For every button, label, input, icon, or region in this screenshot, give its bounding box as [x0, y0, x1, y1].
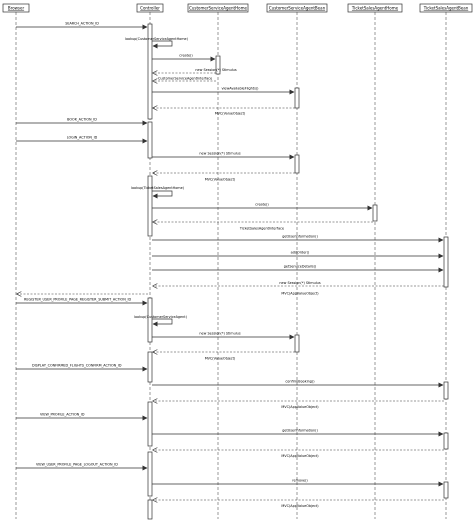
activation-bar [294, 334, 300, 353]
participant-browser-label: Browser [8, 5, 25, 10]
message: VIEW_USER_PROFILE_PAGE_LOGOUT_ACTION_ID [16, 463, 148, 471]
participant-controller-label: Controller [140, 5, 160, 10]
message: SEARCH_ACTION_ID [16, 22, 148, 30]
activation-bar [147, 297, 153, 343]
svg-text:BOOK_ACTION_ID: BOOK_ACTION_ID [67, 118, 97, 122]
message-return: MVC(AppValueObject) [17, 291, 319, 296]
participant-csa-home: CustomerServiceAgentHome [187, 3, 249, 13]
activation-bar [147, 175, 153, 237]
message: REGISTER_USER_PROFILE_PAGE_REGISTER_SUBM… [16, 298, 148, 306]
message-self: lookup(TicketSalesAgentHome) [131, 186, 185, 199]
activation-bar [443, 432, 449, 450]
activation-bar [147, 499, 153, 520]
message: create() [152, 203, 373, 211]
message-return: MVC(ValueObject) [153, 352, 295, 361]
svg-text:MVC(AppValueObject): MVC(AppValueObject) [281, 292, 319, 296]
participant-controller: Controller [136, 3, 164, 13]
svg-text:VIEW_PROFILE_ACTION_ID: VIEW_PROFILE_ACTION_ID [40, 413, 85, 417]
svg-text:create(): create() [255, 203, 269, 207]
message-return: new Session(*) Stimulus [153, 281, 444, 286]
svg-text:create(): create() [179, 54, 193, 58]
svg-text:lookup(CustomerServiceAgentHom: lookup(CustomerServiceAgentHome) [125, 37, 189, 41]
svg-text:MVC(AppValueObject): MVC(AppValueObject) [281, 405, 319, 409]
participant-csa-home-label: CustomerServiceAgentHome [189, 5, 247, 10]
participant-ticket-bean-label: TicketSalesAgentBean [423, 5, 469, 10]
activation-bar [443, 481, 449, 499]
activation-bar [147, 401, 153, 447]
svg-text:REGISTER_USER_PROFILE_PAGE_REG: REGISTER_USER_PROFILE_PAGE_REGISTER_SUBM… [24, 298, 131, 302]
message: new Session(*) Stimulus [152, 152, 295, 160]
svg-text:remove(): remove() [292, 479, 308, 483]
message-return: MVC(AppValueObject) [153, 401, 444, 409]
message-return: MVC(AppValueObject) [153, 500, 444, 508]
svg-text:getUserInformation(): getUserInformation() [282, 235, 318, 239]
activation-bar [147, 451, 153, 497]
participant-csa-bean: CustomerServiceAgentBean [266, 3, 328, 13]
svg-text:lookup(TicketSalesAgentHome): lookup(TicketSalesAgentHome) [131, 186, 185, 190]
message-self: lookup(CustomerServiceAgentHome) [125, 37, 189, 49]
message: viewAvailableFlights() [152, 87, 295, 95]
activation-bar [372, 204, 378, 222]
activation-bar [294, 154, 300, 174]
svg-text:addOrder(): addOrder() [291, 251, 310, 255]
message: remove() [152, 479, 444, 487]
activation-bar [215, 55, 221, 75]
svg-text:TicketSalesAgentInterface: TicketSalesAgentInterface [239, 227, 284, 231]
svg-text:lookup(CustomerServiceAgent): lookup(CustomerServiceAgent) [134, 315, 188, 319]
participant-browser: Browser [2, 3, 30, 13]
svg-text:MVC(ValueObject): MVC(ValueObject) [205, 178, 236, 182]
activation-bar [147, 351, 153, 383]
svg-text:viewAvailableFlights(): viewAvailableFlights() [221, 87, 259, 91]
activation-bar [443, 381, 449, 400]
activation-bar [443, 236, 449, 288]
message: BOOK_ACTION_ID [16, 118, 148, 126]
activation-bar [147, 121, 153, 159]
svg-text:SEARCH_ACTION_ID: SEARCH_ACTION_ID [65, 22, 99, 26]
svg-text:new Session(*) Stimulus: new Session(*) Stimulus [199, 332, 240, 336]
message: addOrder() [152, 251, 444, 259]
message: confirmBooking() [152, 380, 444, 388]
svg-text:MVC(ValueObject): MVC(ValueObject) [205, 357, 236, 361]
message-return: MVC(ValueObject) [153, 108, 295, 116]
svg-text:new Session(*) Stimulus: new Session(*) Stimulus [279, 281, 320, 285]
svg-text:CustomerServiceAgentInterface: CustomerServiceAgentInterface [158, 77, 212, 81]
svg-text:new Session(*) Stimulus: new Session(*) Stimulus [199, 152, 240, 156]
participant-ticket-bean: TicketSalesAgentBean [419, 3, 473, 13]
activation-bar [147, 23, 153, 120]
message-return: MVC(AppValueObject) [153, 450, 444, 458]
activation-bar [294, 87, 300, 109]
svg-text:MVC(AppValueObject): MVC(AppValueObject) [281, 504, 319, 508]
svg-text:getUserInformation(): getUserInformation() [282, 429, 318, 433]
svg-text:VIEW_USER_PROFILE_PAGE_LOGOUT_: VIEW_USER_PROFILE_PAGE_LOGOUT_ACTION_ID [36, 463, 118, 467]
svg-text:DISPLAY_CONFIRMED_FLIGHTS_CONF: DISPLAY_CONFIRMED_FLIGHTS_CONFIRM_ACTION… [32, 364, 122, 368]
svg-text:new Session(*) Stimulus: new Session(*) Stimulus [195, 68, 236, 72]
message: getServiceDetails() [152, 265, 444, 273]
participant-csa-bean-label: CustomerServiceAgentBean [269, 5, 326, 10]
message: LOGIN_ACTION_ID [16, 136, 148, 144]
message-return: MVC(ValueObject) [153, 173, 295, 182]
participant-ticket-home-label: TicketSalesAgentHome [351, 5, 399, 10]
message: create() [152, 54, 216, 62]
message-self: lookup(CustomerServiceAgent) [134, 315, 188, 327]
svg-text:getServiceDetails(): getServiceDetails() [284, 265, 317, 269]
message-return: new Session(*) Stimulus [153, 68, 237, 73]
message: DISPLAY_CONFIRMED_FLIGHTS_CONFIRM_ACTION… [16, 364, 148, 372]
participant-ticket-home: TicketSalesAgentHome [347, 3, 403, 13]
message: getUserInformation() [152, 429, 444, 437]
message-return: CustomerServiceAgentInterface [153, 77, 216, 82]
svg-text:LOGIN_ACTION_ID: LOGIN_ACTION_ID [67, 136, 98, 140]
svg-text:MVC(AppValueObject): MVC(AppValueObject) [281, 454, 319, 458]
svg-text:confirmBooking(): confirmBooking() [285, 380, 315, 384]
message: VIEW_PROFILE_ACTION_ID [16, 413, 148, 421]
message: new Session(*) Stimulus [152, 332, 295, 340]
message: getUserInformation() [152, 235, 444, 243]
message-return: TicketSalesAgentInterface [153, 222, 373, 231]
svg-text:MVC(ValueObject): MVC(ValueObject) [215, 112, 246, 116]
